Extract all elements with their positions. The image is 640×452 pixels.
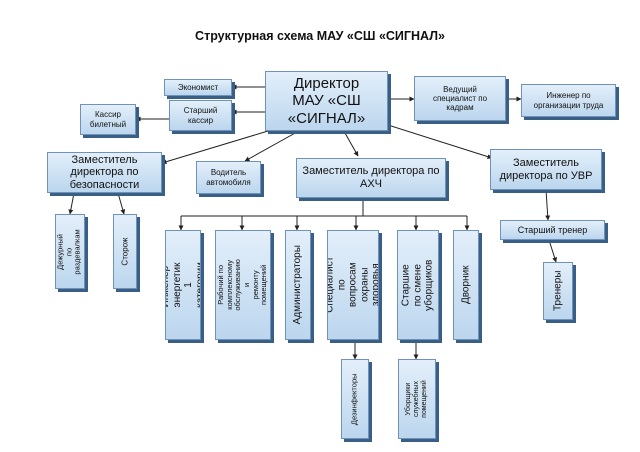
health-specialist-label: Специалист по вопросам охраны здоровья xyxy=(327,256,379,314)
box-administrators[interactable]: Администраторы xyxy=(285,230,311,340)
administrators-label: Администраторы xyxy=(292,245,304,325)
economist-label: Экономист xyxy=(177,82,219,92)
line-director-deputy-ahch xyxy=(344,132,359,157)
box-deputy-ahch[interactable]: Заместитель директора по АХЧ xyxy=(296,158,446,198)
lead-hr-label: Ведущий специалист по кадрам xyxy=(432,84,488,113)
senior-cashier-label: Старший кассир xyxy=(183,106,218,125)
watchman-label: Сторож xyxy=(120,237,130,266)
line-security-watchman xyxy=(117,192,126,215)
box-power-engineer[interactable]: Инженер-энергетик 1 категории xyxy=(165,230,201,340)
duty-officer-label: Дежурный по раздевалкам xyxy=(56,228,83,275)
box-duty-officer[interactable]: Дежурный по раздевалкам xyxy=(55,214,85,289)
janitor-label: Дворник xyxy=(460,265,472,305)
box-coaches[interactable]: Тренеры xyxy=(543,262,573,320)
deputy-security-label: Заместитель директора по безопасности xyxy=(69,153,140,191)
box-ticket-cashier[interactable]: Кассир билетный xyxy=(80,104,136,135)
box-deputy-uvr[interactable]: Заместитель директора по УВР xyxy=(490,149,602,190)
labor-engineer-label: Инженер по организации труда xyxy=(533,91,604,110)
box-senior-coach[interactable]: Старший тренер xyxy=(500,220,605,240)
driver-label: Водитель автомобиля xyxy=(206,168,251,187)
line-director-deputy-uvr xyxy=(387,124,493,160)
box-director[interactable]: Директор МАУ «СШ «СИГНАЛ» xyxy=(265,71,388,131)
line-security-duty xyxy=(68,192,75,215)
line-uvr-senior-coach xyxy=(545,189,551,221)
box-labor-engineer[interactable]: Инженер по организации труда xyxy=(521,84,616,117)
box-senior-cleaners[interactable]: Старшие по смене уборщиков xyxy=(397,230,439,340)
box-maintenance-worker[interactable]: Рабочий по комплексному обслуживанию и р… xyxy=(215,230,271,340)
box-economist[interactable]: Экономист xyxy=(164,79,232,96)
box-disinfectors[interactable]: Дезинфекторы xyxy=(341,359,369,439)
line-director-deputy-security xyxy=(161,130,269,165)
box-cleaners[interactable]: Уборщики служебных помещений xyxy=(398,359,436,439)
box-watchman[interactable]: Сторож xyxy=(113,214,137,289)
line-senior-coach-coaches xyxy=(548,239,558,263)
disinfectors-label: Дезинфекторы xyxy=(349,373,359,425)
senior-coach-label: Старший тренер xyxy=(517,224,588,235)
box-deputy-security[interactable]: Заместитель директора по безопасности xyxy=(47,152,162,193)
page-title: Структурная схема МАУ «СШ «СИГНАЛ» xyxy=(195,29,445,43)
cleaners-label: Уборщики служебных помещений xyxy=(404,380,429,418)
senior-cleaners-label: Старшие по смене уборщиков xyxy=(400,259,435,311)
maintenance-worker-label: Рабочий по комплексному обслуживанию и р… xyxy=(216,259,269,311)
box-driver[interactable]: Водитель автомобиля xyxy=(196,161,261,194)
line-director-driver xyxy=(244,131,298,162)
power-engineer-label: Инженер-энергетик 1 категории xyxy=(165,262,201,308)
ticket-cashier-label: Кассир билетный xyxy=(89,110,127,129)
deputy-uvr-label: Заместитель директора по УВР xyxy=(499,156,593,182)
coaches-label: Тренеры xyxy=(552,270,564,312)
director-label: Директор МАУ «СШ «СИГНАЛ» xyxy=(287,75,366,127)
box-lead-hr[interactable]: Ведущий специалист по кадрам xyxy=(414,76,506,121)
box-senior-cashier[interactable]: Старший кассир xyxy=(169,100,232,131)
box-health-specialist[interactable]: Специалист по вопросам охраны здоровья xyxy=(327,230,379,340)
box-janitor[interactable]: Дворник xyxy=(453,230,479,340)
deputy-ahch-label: Заместитель директора по АХЧ xyxy=(302,165,440,190)
